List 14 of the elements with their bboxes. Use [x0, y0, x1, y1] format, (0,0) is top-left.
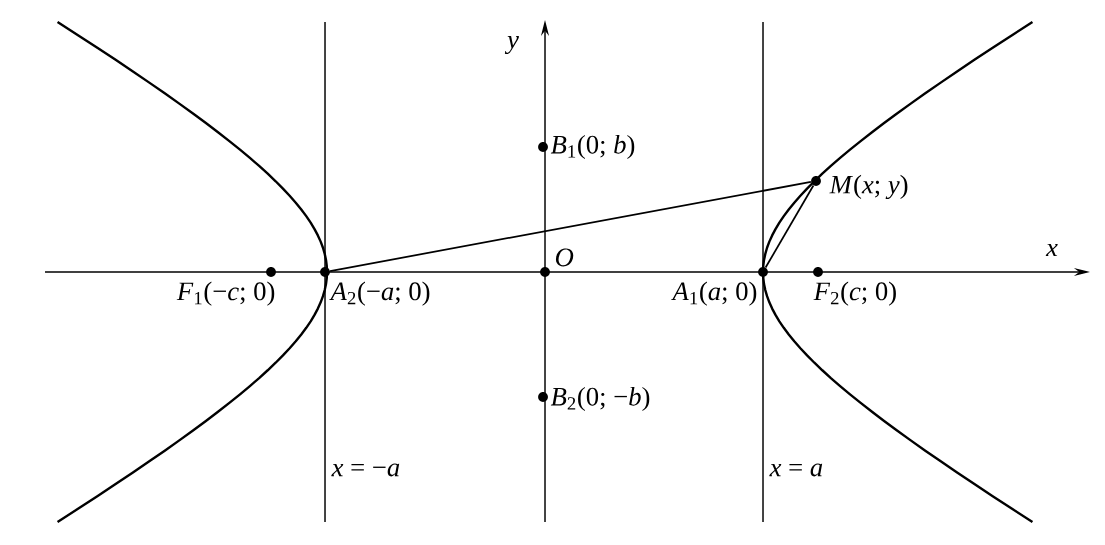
point-label: A$_{2}$(−a; 0) [329, 281, 430, 306]
point-label: O [555, 248, 574, 267]
line-segment [764, 184, 815, 269]
point-label: F$_{1}$(−c; 0) [176, 281, 275, 306]
axis-label: x [1045, 243, 1058, 257]
line-equation: x = −a [331, 463, 400, 477]
line-equation: x = a [769, 463, 823, 477]
point-label: B$_{1}$(0; b) [550, 134, 635, 160]
point-label: M(x; y) [829, 174, 908, 200]
point-label: A$_{1}$(a; 0) [671, 281, 757, 306]
axis-label: y [504, 36, 519, 54]
point-label: F$_{2}$(c; 0) [813, 281, 896, 306]
line-segment [329, 181, 812, 272]
point-label: B$_{2}$(0; −b) [550, 386, 650, 412]
